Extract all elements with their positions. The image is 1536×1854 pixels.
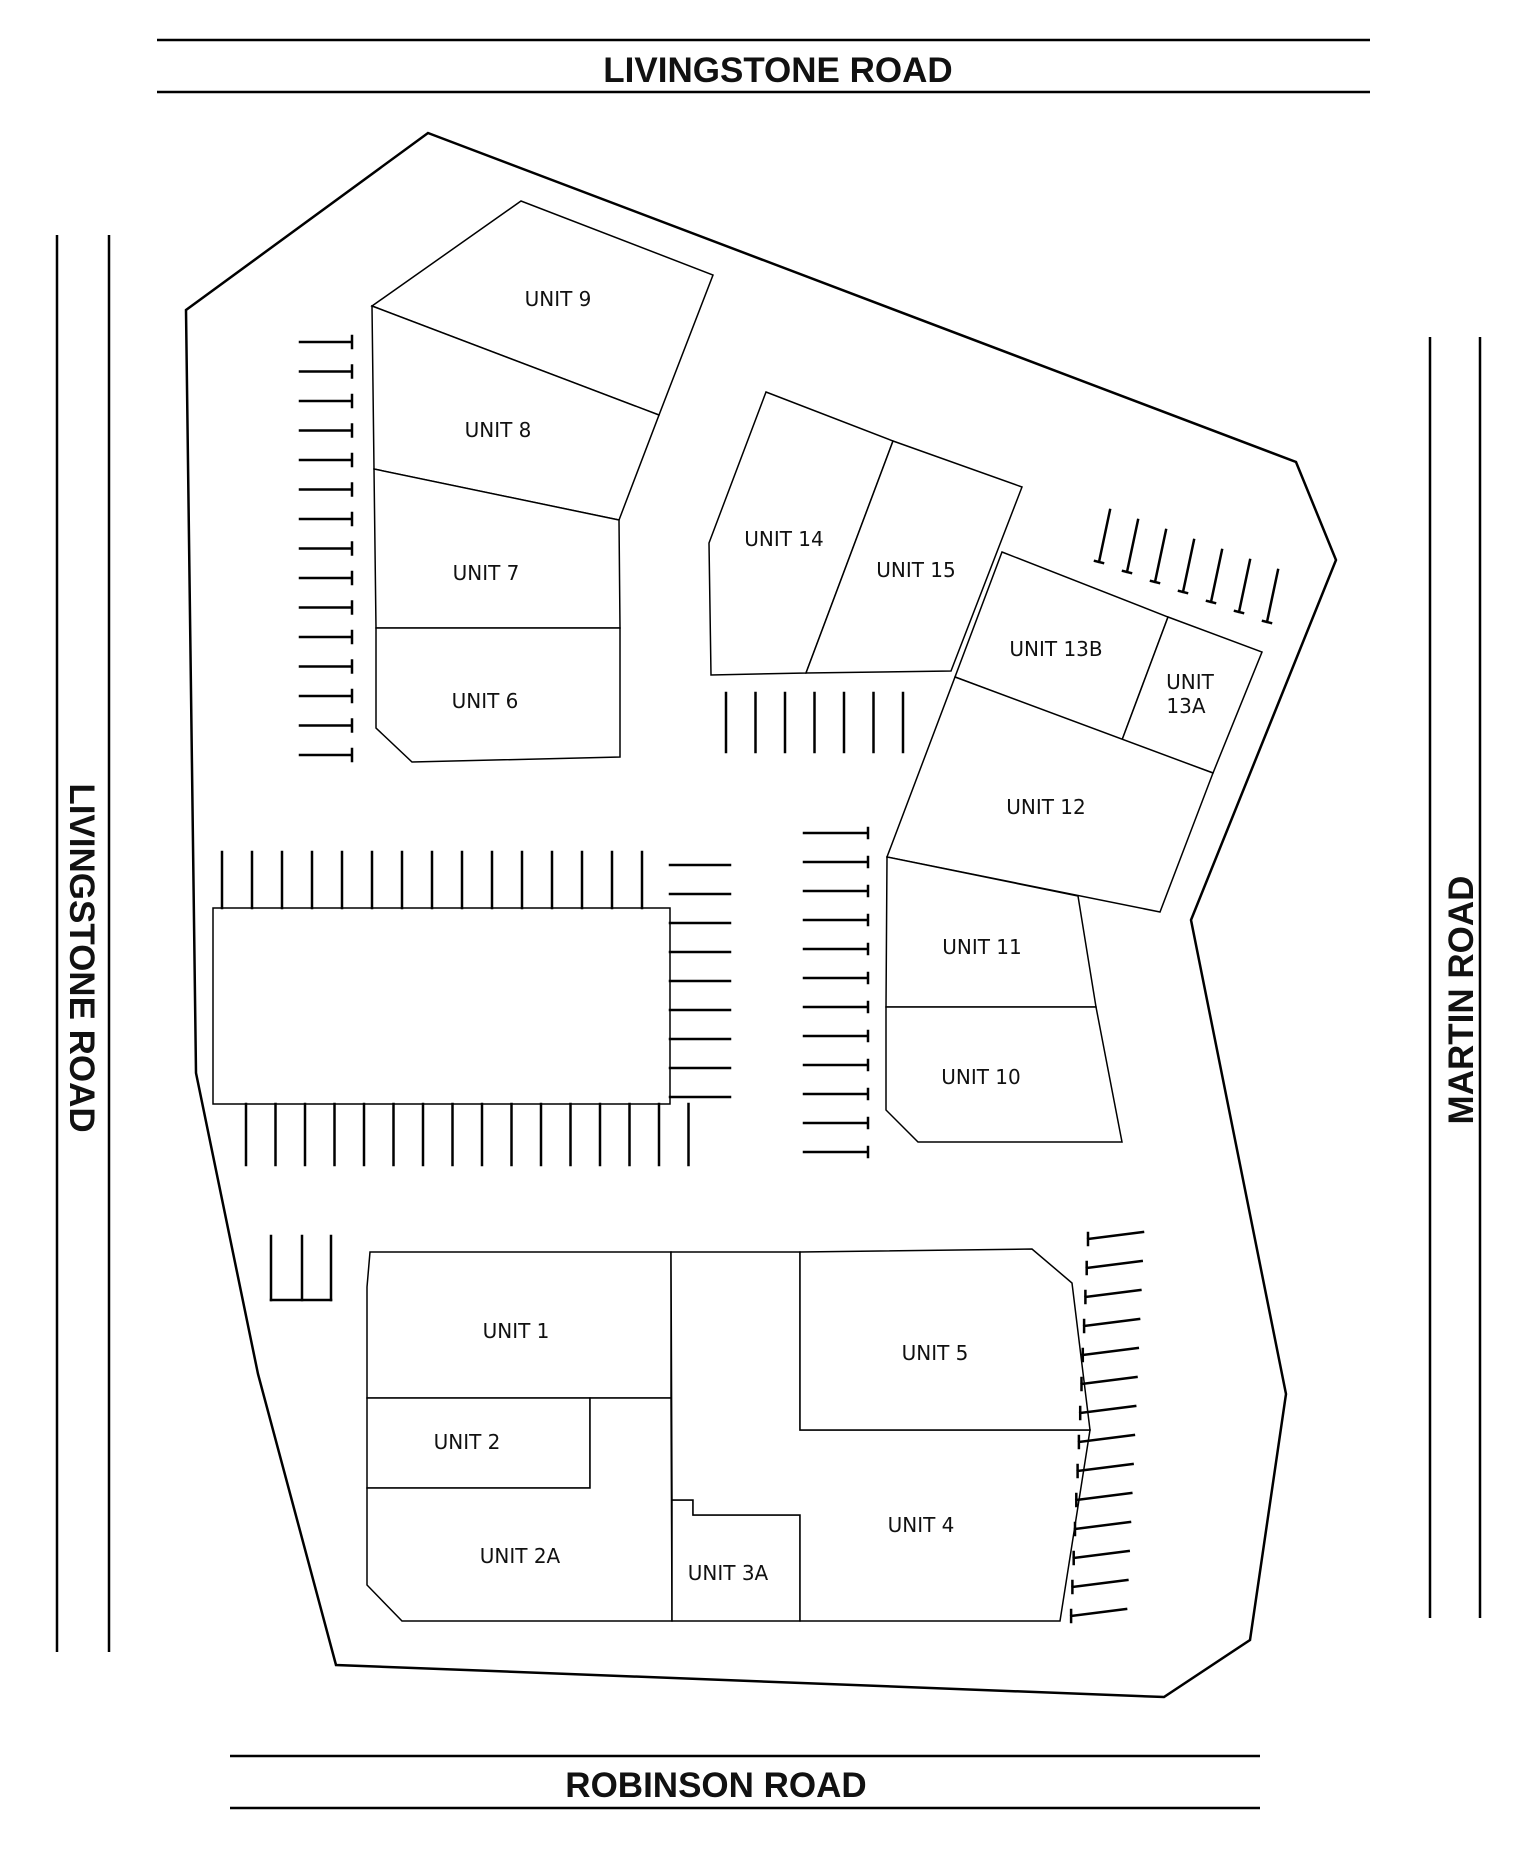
parking-stall-10 [298,600,354,615]
parking-stall-89 [1082,1317,1141,1334]
parking-stall-99 [1069,1607,1128,1624]
road-martin: MARTIN ROAD [1428,337,1482,1618]
unit-11-label: UNIT 11 [942,935,1022,959]
parking-stall-80 [1121,518,1140,575]
parking-stall-94 [1076,1462,1134,1479]
parking-stall-95 [1074,1491,1133,1508]
unit-5[interactable] [799,1248,1091,1431]
parking-stall-90 [1081,1346,1140,1363]
parking-stall-71 [802,942,870,956]
unit-13a-label-line2: 13A [1166,694,1205,718]
parking-stall-93 [1077,1433,1136,1450]
site-boundary [184,131,1338,1699]
road-label-robinson: ROBINSON ROAD [565,1766,866,1805]
parking-stall-86 [1086,1230,1145,1247]
parking-stall-3 [298,393,354,409]
parking-stall-79 [1093,508,1112,565]
parking-stall-84 [1233,558,1252,615]
parking-stall-11 [298,629,354,645]
parking-stall-81 [1149,528,1168,585]
parking-stall-83 [1205,548,1224,605]
unit-13a-label-line1: UNIT [1166,670,1214,694]
parking-stall-74 [802,1029,870,1043]
parking-stall-13 [298,688,354,704]
parking-stall-7 [298,511,354,527]
unit-12[interactable] [885,676,1214,913]
parking-stall-88 [1084,1288,1142,1305]
unit-15[interactable] [804,440,1023,674]
parking-stalls [220,334,1280,1624]
parking-stall-9 [298,570,354,586]
road-livingstone-left: LIVINGSTONE ROAD [55,235,111,1652]
road-robinson: ROBINSON ROAD [230,1754,1260,1810]
unit-6-label: UNIT 6 [452,689,519,713]
parking-stall-6 [298,482,354,497]
parking-stall-75 [802,1058,870,1072]
unit-1-label: UNIT 1 [483,1319,550,1343]
road-label-livingstone-left: LIVINGSTONE ROAD [62,783,101,1132]
parking-stall-15 [298,747,354,763]
unit-4-label: UNIT 4 [888,1513,955,1537]
parking-stall-92 [1078,1404,1137,1421]
road-label-martin: MARTIN ROAD [1442,876,1481,1125]
parking-stall-70 [802,913,870,927]
parking-stall-97 [1072,1549,1131,1566]
unit-12-label: UNIT 12 [1006,795,1086,819]
building-unlabeled [212,907,671,1105]
unit-10[interactable] [885,1006,1123,1143]
unit-15-label: UNIT 15 [876,558,956,582]
parking-stall-12 [298,659,354,674]
unit-10-label: UNIT 10 [941,1065,1021,1089]
unit-9-label: UNIT 9 [525,287,592,311]
parking-stall-78 [802,1145,870,1159]
unit-6[interactable] [375,627,621,763]
parking-stall-96 [1073,1520,1132,1537]
parking-stall-8 [298,541,354,556]
parking-stall-77 [802,1116,870,1130]
parking-stall-14 [298,718,354,733]
unit-8-label: UNIT 8 [465,418,532,442]
parking-stall-4 [298,423,354,438]
parking-stall-68 [802,855,870,869]
unit-2a-label: UNIT 2A [480,1544,561,1568]
unit-7-label: UNIT 7 [453,561,520,585]
unit-14[interactable] [708,391,894,676]
parking-stall-91 [1080,1375,1138,1392]
parking-stall-76 [802,1087,870,1101]
parking-stall-82 [1177,538,1196,595]
unit-14-label: UNIT 14 [744,527,824,551]
unit-2-label: UNIT 2 [434,1430,501,1454]
building-units [212,200,1263,1622]
parking-stall-69 [802,884,870,898]
unit-3a-label: UNIT 3A [688,1561,769,1585]
parking-stall-73 [802,1000,870,1014]
parking-stall-5 [298,452,354,468]
road-livingstone-top: LIVINGSTONE ROAD [157,38,1370,94]
parking-stall-72 [802,971,870,985]
parking-stall-1 [298,334,354,350]
road-label-livingstone-top: LIVINGSTONE ROAD [603,51,952,90]
parking-stall-98 [1071,1578,1129,1595]
parking-stall-85 [1261,568,1280,625]
parking-stall-67 [802,826,870,840]
unit-labels: UNIT 9 UNIT 8 UNIT 7 UNIT 6 UNIT 14 UNIT… [434,287,1215,1585]
parking-stall-87 [1085,1259,1144,1276]
parking-stall-2 [298,364,354,379]
unit-5-label: UNIT 5 [902,1341,969,1365]
unit-13b-label: UNIT 13B [1009,637,1102,661]
